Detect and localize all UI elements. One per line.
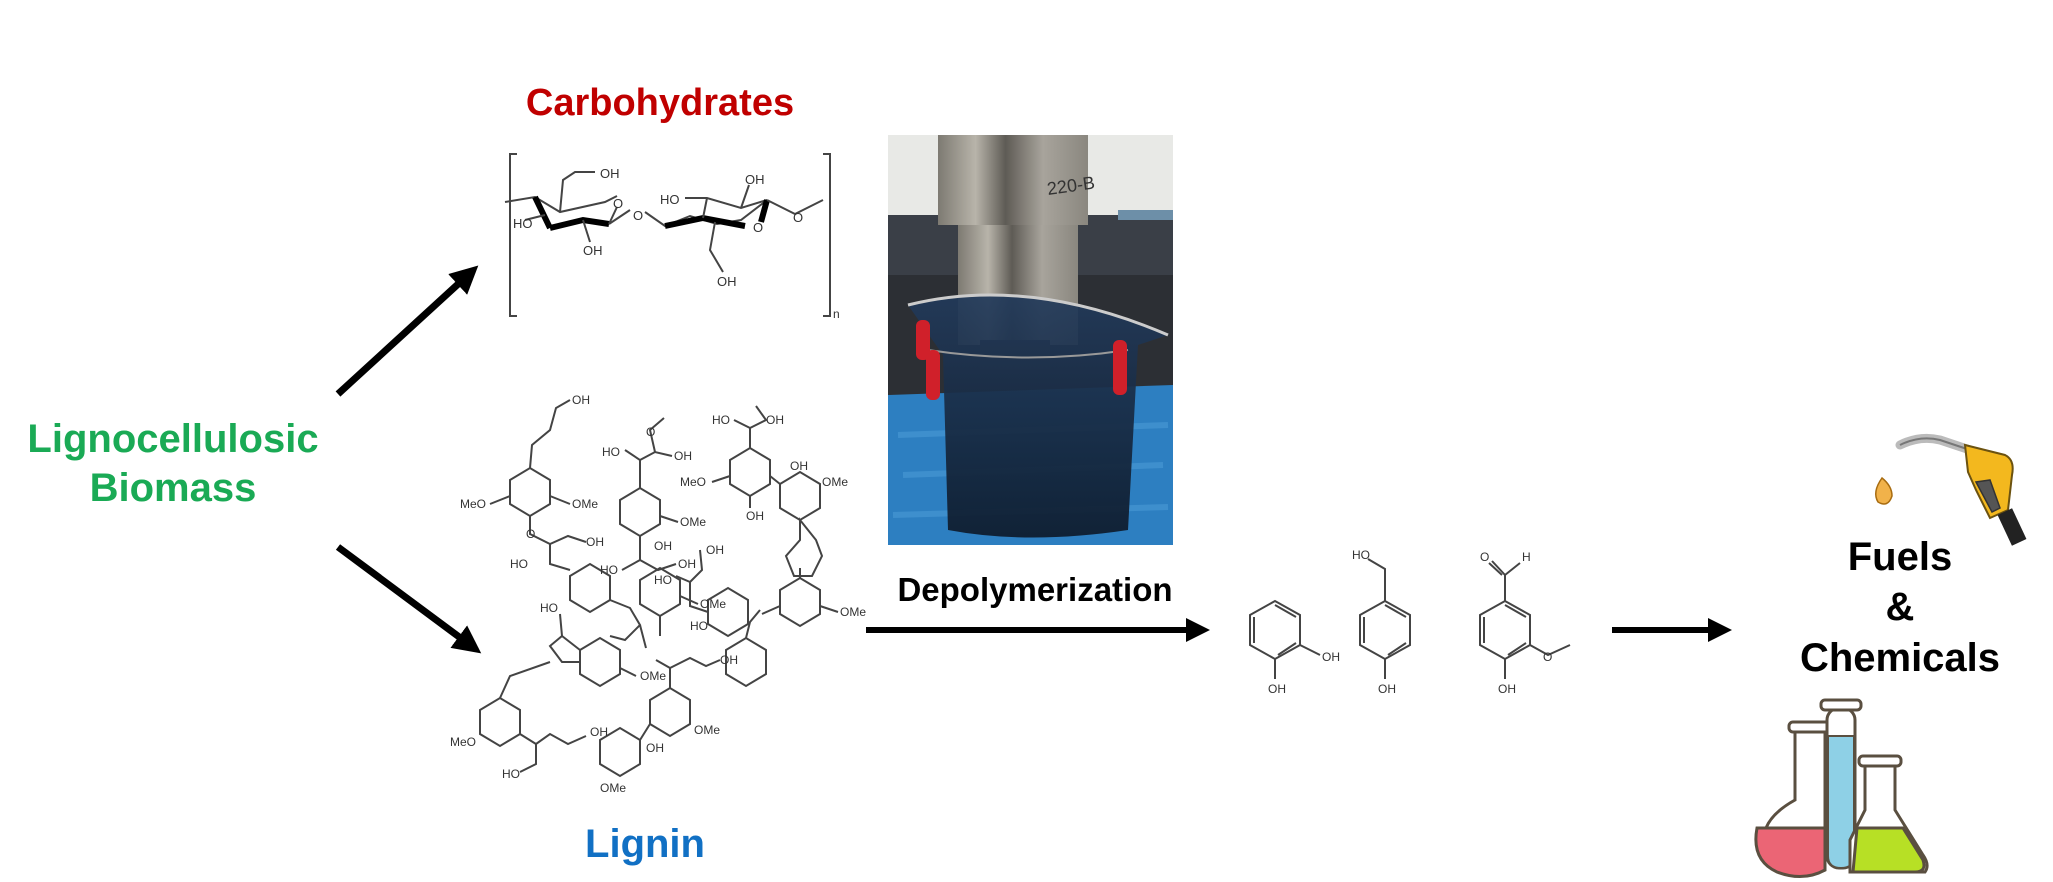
svg-text:OH: OH	[1268, 682, 1286, 696]
svg-text:O: O	[526, 527, 535, 541]
svg-text:OH: OH	[745, 172, 765, 187]
svg-text:OH: OH	[790, 459, 808, 473]
svg-text:OMe: OMe	[694, 723, 720, 737]
vanillin-ring	[1479, 599, 1531, 661]
cellulose-structure: n OH O HO O OH O HO OH O O OH	[504, 153, 840, 321]
svg-text:OH: OH	[572, 393, 590, 407]
svg-text:OMe: OMe	[600, 781, 626, 795]
svg-text:OH: OH	[706, 543, 724, 557]
biomass-label-line2: Biomass	[89, 465, 257, 510]
fuel-nozzle-icon	[1875, 433, 2027, 546]
svg-text:OMe: OMe	[840, 605, 866, 619]
lignin-title: Lignin	[585, 822, 705, 866]
svg-text:O: O	[1543, 650, 1552, 664]
svg-text:OH: OH	[654, 539, 672, 553]
svg-text:OH: OH	[1322, 650, 1340, 664]
biomass-label-line1: Lignocellulosic	[27, 417, 319, 461]
carbohydrates-title: Carbohydrates	[525, 82, 795, 124]
svg-text:HO: HO	[654, 573, 672, 587]
svg-text:HO: HO	[660, 192, 680, 207]
svg-text:OMe: OMe	[822, 475, 848, 489]
svg-text:OMe: OMe	[680, 515, 706, 529]
arrow-to-lignin	[335, 544, 482, 654]
svg-text:OH: OH	[674, 449, 692, 463]
products-line2: &	[1885, 585, 1915, 630]
products-line3: Chemicals	[1799, 635, 2001, 680]
svg-text:HO: HO	[502, 767, 520, 781]
atom-oh: OH	[600, 166, 620, 181]
svg-text:OH: OH	[586, 535, 604, 549]
products-line1: Fuels	[1847, 535, 1953, 579]
svg-text:OMe: OMe	[572, 497, 598, 511]
biomass-label: Lignocellulosic Biomass	[8, 415, 338, 513]
svg-text:OH: OH	[678, 557, 696, 571]
svg-text:O: O	[633, 208, 643, 223]
svg-text:HO: HO	[513, 216, 533, 231]
svg-text:O: O	[646, 425, 655, 439]
monomer-structures: OH OH HO OH O H O OH	[1249, 548, 1571, 696]
svg-text:OH: OH	[766, 413, 784, 427]
depolymerization-label: Depolymerization	[897, 571, 1173, 608]
svg-text:MeO: MeO	[450, 735, 476, 749]
svg-text:OH: OH	[590, 725, 608, 739]
svg-text:O: O	[793, 210, 803, 225]
svg-text:O: O	[753, 220, 763, 235]
svg-text:O: O	[613, 196, 623, 211]
svg-text:OMe: OMe	[700, 597, 726, 611]
svg-text:HO: HO	[602, 445, 620, 459]
svg-text:HO: HO	[600, 563, 618, 577]
svg-text:OH: OH	[717, 274, 737, 289]
svg-text:HO: HO	[510, 557, 528, 571]
svg-text:HO: HO	[540, 601, 558, 615]
svg-text:O: O	[1480, 550, 1489, 564]
sonicator-illustration: 220-B	[888, 135, 1173, 545]
svg-text:OH: OH	[1378, 682, 1396, 696]
products-label: Fuels & Chemicals	[1780, 532, 2020, 683]
svg-text:OH: OH	[720, 653, 738, 667]
svg-text:HO: HO	[1352, 548, 1370, 562]
depolymerization-photo: 220-B	[888, 135, 1173, 545]
svg-text:OH: OH	[646, 741, 664, 755]
svg-text:MeO: MeO	[680, 475, 706, 489]
svg-text:OMe: OMe	[640, 669, 666, 683]
benzyl-alcohol-ring	[1359, 599, 1411, 661]
lab-flasks-icon	[1754, 698, 1929, 878]
svg-text:HO: HO	[712, 413, 730, 427]
catechol-ring	[1249, 599, 1301, 661]
svg-text:n: n	[833, 307, 840, 321]
arrow-to-carbohydrates	[335, 265, 479, 397]
lignin-structure: OH MeO OMe O OH HO HO OH O OMe HO OH OMe…	[450, 393, 866, 795]
svg-text:HO: HO	[690, 619, 708, 633]
svg-text:OH: OH	[583, 243, 603, 258]
svg-text:OH: OH	[746, 509, 764, 523]
svg-text:OH: OH	[1498, 682, 1516, 696]
svg-text:H: H	[1522, 550, 1531, 564]
svg-text:MeO: MeO	[460, 497, 486, 511]
